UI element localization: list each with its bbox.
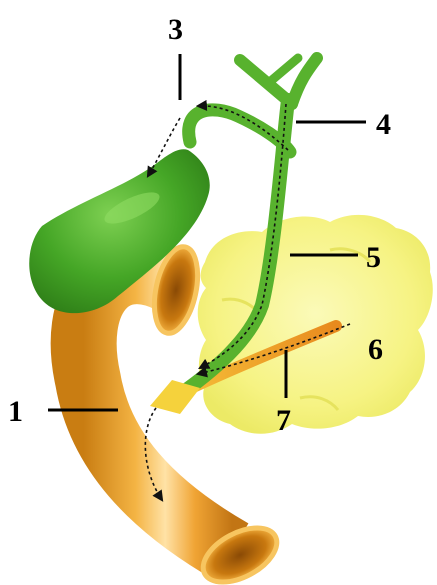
- label-1: 1: [8, 395, 23, 428]
- label-5: 5: [366, 241, 381, 274]
- label-7: 7: [276, 404, 291, 437]
- pancreas: [198, 215, 433, 434]
- cystic-duct: [189, 110, 290, 152]
- label-4: 4: [376, 108, 391, 141]
- label-3: 3: [168, 13, 183, 46]
- label-6: 6: [368, 333, 383, 366]
